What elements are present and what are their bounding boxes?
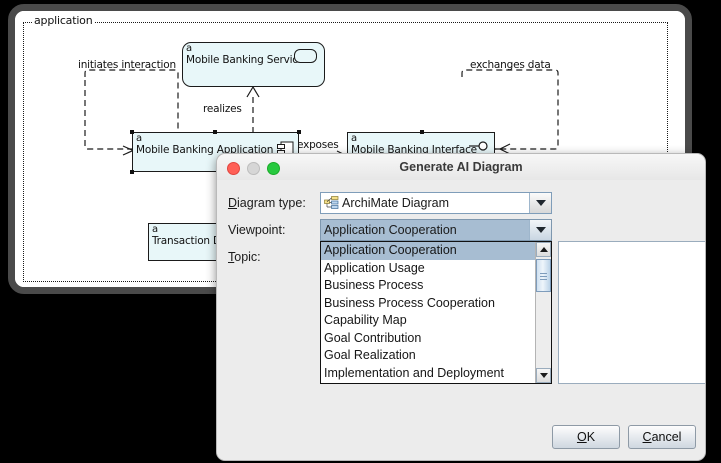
viewpoint-value: Application Cooperation xyxy=(324,223,457,237)
element-type-letter: a xyxy=(351,133,358,144)
diagram-type-value: ArchiMate Diagram xyxy=(342,196,449,210)
element-name: Mobile Banking Service xyxy=(186,54,305,66)
ok-label-rest: K xyxy=(586,430,596,444)
topic-label-mnemonic: T xyxy=(228,250,235,264)
close-icon[interactable] xyxy=(227,162,240,175)
scroll-up-icon[interactable] xyxy=(536,242,551,257)
dropdown-scrollbar[interactable] xyxy=(535,242,551,383)
group-application-label: application xyxy=(32,14,95,27)
dropdown-option[interactable]: Implementation and Deployment xyxy=(324,365,504,380)
diagram-type-label: Diagram type: xyxy=(228,196,306,210)
element-type-letter: a xyxy=(152,224,159,235)
selection-handle[interactable] xyxy=(213,130,217,134)
topic-input[interactable] xyxy=(558,241,705,384)
cancel-label-rest: ancel xyxy=(651,430,682,444)
topic-label: Topic: xyxy=(228,250,261,264)
cancel-label-mnemonic: C xyxy=(642,430,652,444)
selection-handle[interactable] xyxy=(130,130,134,134)
dropdown-option[interactable]: Goal Realization xyxy=(324,348,416,362)
scrollbar-thumb[interactable] xyxy=(536,259,551,292)
dropdown-option[interactable]: Business Process xyxy=(324,278,424,292)
ok-label-mnemonic: O xyxy=(576,430,587,444)
connector-label-initiates-interaction: initiates interaction xyxy=(78,59,176,71)
scroll-down-icon[interactable] xyxy=(536,368,551,383)
archimate-diagram-icon xyxy=(324,196,339,209)
selection-handle[interactable] xyxy=(297,130,301,134)
element-type-letter: a xyxy=(186,43,193,54)
connector-label-exchanges-data: exchanges data xyxy=(470,59,551,71)
zoom-icon[interactable] xyxy=(267,162,280,175)
dialog-body: Diagram type: Viewpoint: Topic: ArchiMat… xyxy=(217,180,705,460)
connector-label-exposes: exposes xyxy=(297,139,339,151)
diagram-type-label-mnemonic: D xyxy=(228,196,238,210)
connector-label-realizes: realizes xyxy=(203,103,242,115)
viewpoint-dropdown-list[interactable]: Application Cooperation Application Usag… xyxy=(320,241,552,384)
diagram-type-label-rest: iagram type: xyxy=(237,196,306,210)
dropdown-option[interactable]: Capability Map xyxy=(324,313,407,327)
selection-handle[interactable] xyxy=(130,170,134,174)
dialog-titlebar[interactable]: Generate AI Diagram xyxy=(217,154,705,181)
viewpoint-label: Viewpoint: xyxy=(228,223,286,237)
diagram-type-combo[interactable]: ArchiMate Diagram xyxy=(320,192,552,214)
service-rounded-icon xyxy=(294,49,317,63)
topic-label-rest: opic: xyxy=(234,250,261,264)
dropdown-option[interactable]: Goal Contribution xyxy=(324,330,422,345)
selection-handle[interactable] xyxy=(420,130,424,134)
viewpoint-combo[interactable]: Application Cooperation xyxy=(320,219,552,241)
viewpoint-dropdown-items: Application Cooperation Application Usag… xyxy=(321,242,535,383)
element-type-letter: a xyxy=(136,133,143,144)
dropdown-option[interactable]: Application Usage xyxy=(324,260,425,275)
dropdown-option[interactable]: Business Process Cooperation xyxy=(324,295,495,310)
chevron-down-icon[interactable] xyxy=(529,193,551,213)
element-mobile-banking-service[interactable]: a Mobile Banking Service xyxy=(182,42,325,87)
minimize-icon[interactable] xyxy=(247,162,260,175)
dialog-title: Generate AI Diagram xyxy=(399,160,523,174)
generate-ai-diagram-dialog: Generate AI Diagram Diagram type: Viewpo… xyxy=(216,153,706,461)
dropdown-option[interactable]: Application Cooperation xyxy=(321,242,535,260)
chevron-down-icon[interactable] xyxy=(529,220,551,240)
interface-lollipop-icon xyxy=(469,141,488,151)
